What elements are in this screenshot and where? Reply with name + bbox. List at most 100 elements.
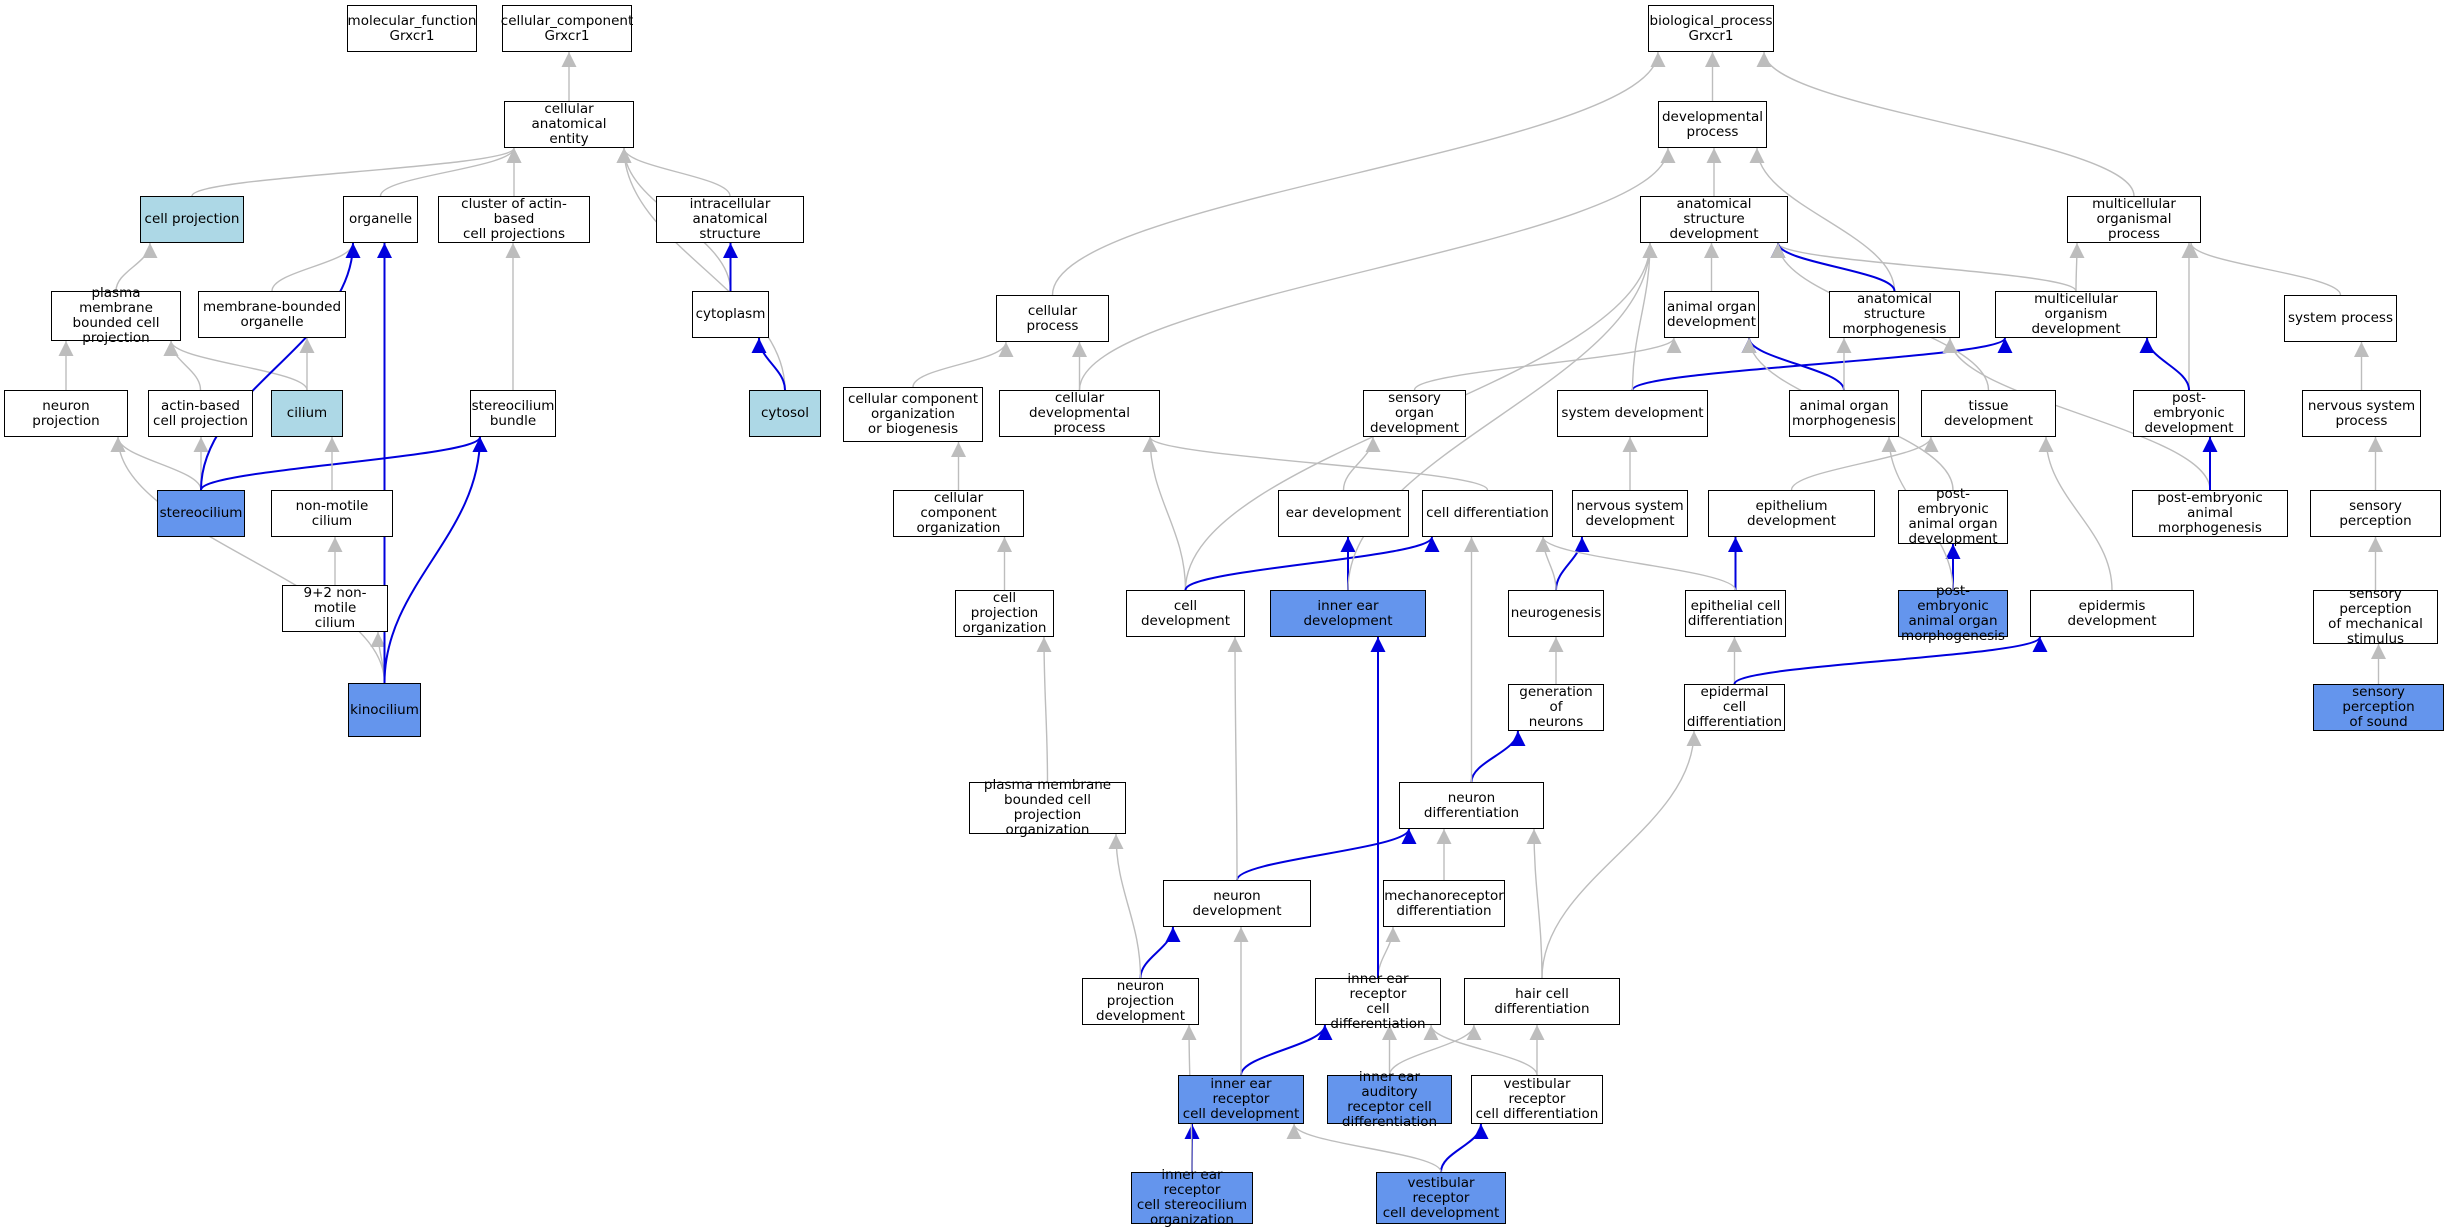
edge-eardev-to-sod [1342,436,1381,491]
edge-sod-to-aod [1413,337,1682,391]
node-kinocilium[interactable]: kinocilium [348,683,421,737]
edge-cilium-to-pmbcp [163,340,308,391]
node-system-development[interactable]: system development [1557,390,1708,437]
edge-sysproc-to-mop [2183,242,2342,296]
edge-celldiff-to-cdp [1142,436,1489,491]
edge-npd-to-neurdev [1139,926,1181,979]
node-nervous-system-process[interactable]: nervous system process [2302,390,2421,437]
node-ear-development[interactable]: ear development [1278,490,1409,537]
edge-ped-to-mod [2139,337,2190,391]
node-post-embryonic-development[interactable]: post-embryonic development [2133,390,2245,437]
node-post-embryonic-animal-morphogenesis[interactable]: post-embryonic animal morphogenesis [2132,490,2288,537]
edge-iercdev-to-iercd [1240,1024,1333,1076]
node-epithelial-cell-differentiation[interactable]: epithelial cell differentiation [1685,590,1786,637]
node-mechanoreceptor-differentiation[interactable]: mechanoreceptor differentiation [1383,880,1505,927]
edge-vrcdev-to-iercdev [1286,1123,1442,1173]
node-membrane-bounded-organelle[interactable]: membrane-bounded organelle [198,291,346,338]
node-actin-based-cell-projection[interactable]: actin-based cell projection [148,390,253,437]
node-anatomical-structure-development[interactable]: anatomical structure development [1640,196,1788,243]
edge-iearcd-to-hcd [1388,1024,1482,1076]
edge-actincp-to-pmbcp [163,340,202,391]
node-cellular-component-organization[interactable]: cellular component organization [893,490,1024,537]
node-hair-cell-differentiation[interactable]: hair cell differentiation [1464,978,1620,1025]
node-sensory-perception-of-mechanical-stimulus[interactable]: sensory perception of mechanical stimulu… [2313,587,2438,647]
node-stereocilium[interactable]: stereocilium [157,490,245,537]
node-cytosol[interactable]: cytosol [749,390,821,437]
edge-vrcd-to-iercd [1423,1024,1538,1076]
node-cell-development[interactable]: cell development [1126,590,1245,637]
node-plasma-membrane-bounded-cell-projection-organization[interactable]: plasma membrane bounded cell projection … [969,778,1126,838]
edge-mod-to-asd [1770,242,2077,292]
node-cell-projection[interactable]: cell projection [140,196,244,243]
edge-stereocilium-to-organelle [200,242,361,491]
node-inner-ear-development[interactable]: inner ear development [1270,590,1426,637]
edge-cdp-to-devproc [1078,147,1676,391]
node-neurogenesis[interactable]: neurogenesis [1508,590,1604,637]
node-cellular-anatomical-entity[interactable]: cellular anatomical entity [504,101,634,148]
node-cellular-component-organization-or-biogenesis[interactable]: cellular component organization or bioge… [843,387,983,442]
node-system-process[interactable]: system process [2284,295,2397,342]
node-neuron-projection[interactable]: neuron projection [4,390,128,437]
edge-neurogenesis-to-nsd [1555,536,1590,591]
edge-neurdev-to-neurdiff [1236,828,1417,881]
node-tissue-development[interactable]: tissue development [1921,390,2056,437]
node-epidermal-cell-differentiation[interactable]: epidermal cell differentiation [1684,684,1785,731]
node-intracellular-anatomical-structure[interactable]: intracellular anatomical structure [656,196,804,243]
node-cellular-component[interactable]: cellular_component Grxcr1 [501,5,633,52]
edge-pmbcp-to-cellproj [115,242,158,292]
node-animal-organ-morphogenesis[interactable]: animal organ morphogenesis [1789,390,1899,437]
node-cell-differentiation[interactable]: cell differentiation [1422,490,1553,537]
node-post-embryonic-animal-organ-morphogenesis[interactable]: post-embryonic animal organ morphogenesi… [1898,583,2008,643]
edge-peam-to-asm [1942,337,2211,491]
node-sensory-organ-development[interactable]: sensory organ development [1363,390,1466,437]
node-neuron-projection-development[interactable]: neuron projection development [1082,978,1199,1025]
node-cluster-of-actin-based-cell-projections[interactable]: cluster of actin-based cell projections [438,196,590,243]
edge-celldev-to-cdp [1142,436,1187,591]
edge-pmbcpo-to-cpo [1036,636,1052,783]
edge-npd-to-pmbcpo [1108,833,1142,979]
node-inner-ear-receptor-cell-differentiation[interactable]: inner ear receptor cell differentiation [1315,971,1441,1031]
node-vestibular-receptor-cell-differentiation[interactable]: vestibular receptor cell differentiation [1471,1075,1603,1124]
edge-stereocilium-to-neuronproj [110,436,202,491]
node-9-2-non-motile-cilium[interactable]: 9+2 non-motile cilium [282,585,388,632]
node-inner-ear-receptor-cell-development[interactable]: inner ear receptor cell development [1178,1075,1304,1124]
node-organelle[interactable]: organelle [343,196,418,243]
node-anatomical-structure-morphogenesis[interactable]: anatomical structure morphogenesis [1829,291,1960,338]
node-nervous-system-development[interactable]: nervous system development [1572,490,1688,537]
edge-sysdev-to-asd [1631,242,1658,391]
edge-mod-to-mop [2069,242,2085,292]
node-multicellular-organismal-process[interactable]: multicellular organismal process [2067,196,2201,243]
node-developmental-process[interactable]: developmental process [1658,101,1767,148]
node-inner-ear-auditory-receptor-cell-differentiation[interactable]: inner ear auditory receptor cell differe… [1327,1069,1452,1129]
edge-stereocilium-to-sbundle [200,436,488,491]
node-cellular-process[interactable]: cellular process [996,295,1109,342]
node-molecular-function[interactable]: molecular_function Grxcr1 [347,5,477,52]
node-plasma-membrane-bounded-cell-projection[interactable]: plasma membrane bounded cell projection [51,286,181,346]
edge-hcd-to-neurdiff [1526,828,1543,979]
node-epidermis-development[interactable]: epidermis development [2030,590,2194,637]
node-post-embryonic-animal-organ-development[interactable]: post-embryonic animal organ development [1898,487,2008,547]
node-sensory-perception-of-sound[interactable]: sensory perception of sound [2313,684,2444,731]
node-non-motile-cilium[interactable]: non-motile cilium [271,490,393,537]
edge-neurdiff-to-gon [1470,730,1526,783]
edge-vrcdev-to-vrcd [1440,1123,1489,1173]
node-vestibular-receptor-cell-development[interactable]: vestibular receptor cell development [1376,1172,1506,1224]
node-biological-process[interactable]: biological_process Grxcr1 [1648,5,1774,52]
node-epithelium-development[interactable]: epithelium development [1708,490,1875,537]
edge-epcd-to-epiddev [1733,636,2048,685]
node-neuron-development[interactable]: neuron development [1163,880,1311,927]
edge-sysdev-to-mod [1631,337,2013,391]
node-multicellular-organism-development[interactable]: multicellular organism development [1995,291,2157,338]
node-cilium[interactable]: cilium [271,390,343,437]
node-cellular-developmental-process[interactable]: cellular developmental process [999,390,1160,437]
node-cell-projection-organization[interactable]: cell projection organization [955,590,1054,637]
node-cytoplasm[interactable]: cytoplasm [692,291,769,338]
node-stereocilium-bundle[interactable]: stereocilium bundle [470,390,556,437]
node-inner-ear-receptor-cell-stereocilium-organization[interactable]: inner ear receptor cell stereocilium org… [1131,1168,1253,1228]
node-sensory-perception[interactable]: sensory perception [2310,490,2441,537]
node-neuron-differentiation[interactable]: neuron differentiation [1399,782,1544,829]
edge-kinocilium-to-sbundle [383,436,488,684]
node-animal-organ-development[interactable]: animal organ development [1664,291,1759,338]
node-generation-of-neurons[interactable]: generation of neurons [1508,684,1604,731]
